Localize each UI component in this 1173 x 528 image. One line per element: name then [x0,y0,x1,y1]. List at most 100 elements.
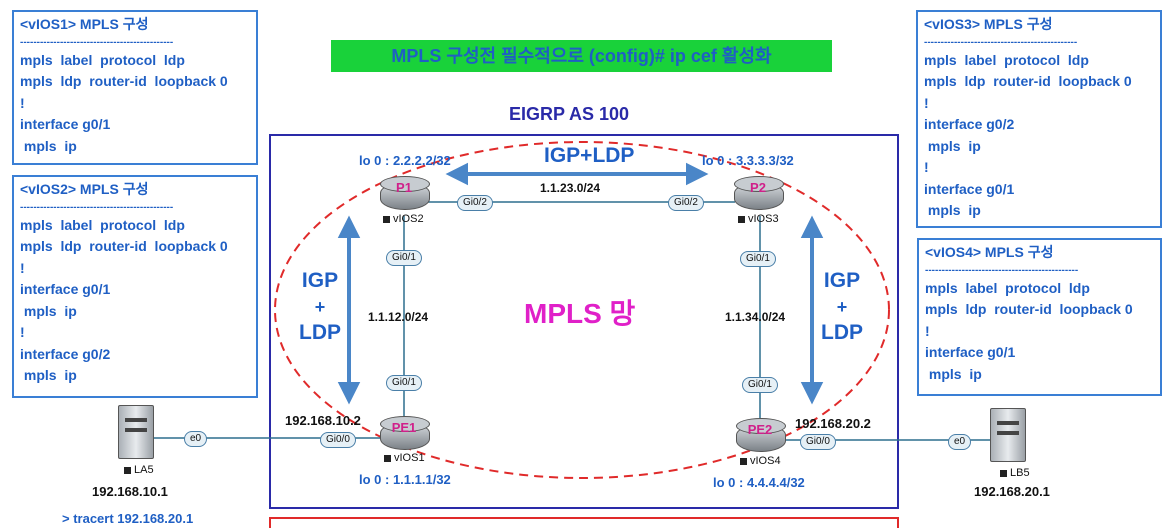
pe2-loopback: lo 0 : 4.4.4.4/32 [713,475,805,490]
config-line: interface g0/2 [924,116,1015,132]
igp-right-line: + [836,297,848,317]
config-line: interface g0/1 [20,116,111,132]
subnet-p1-p2: 1.1.23.0/24 [540,181,601,195]
config-title: <vIOS1> MPLS 구성 [20,16,149,32]
router-p1-host: vIOS2 [383,213,424,225]
server-lb5-icon[interactable] [990,408,1026,462]
host-lb5-name-text: LB5 [1010,467,1030,479]
router-p1-host-text: vIOS2 [393,213,424,225]
config-box-vios2: <vIOS2> MPLS 구성 ------------------------… [12,175,258,398]
p1-loopback: lo 0 : 2.2.2.2/32 [359,153,451,168]
config-box-vios1: <vIOS1> MPLS 구성 ------------------------… [12,10,258,165]
config-line: mpls ip [924,137,981,154]
igp-left-line: + [314,297,326,317]
config-line: ! [20,324,25,340]
config-line: mpls ip [20,367,77,383]
router-pe2-name: PE2 [747,422,773,437]
config-line: ! [925,322,930,339]
pe1-ip: 192.168.10.2 [285,413,361,428]
port-p2-gi02: Gi0/2 [668,195,704,211]
eigrp-label: EIGRP AS 100 [509,104,630,124]
config-line: ! [20,259,25,276]
tracert-command: > tracert 192.168.20.1 [62,511,194,526]
igp-ldp-top-label: IGP+LDP [544,144,635,167]
ip-cef-banner: MPLS 구성전 필수적으로 (config)# ip cef 활성화 [331,40,832,72]
router-pe1[interactable]: PE1 [380,416,430,450]
config-line: interface g0/1 [20,281,111,297]
igp-right-line: IGP [823,269,861,292]
config-line: mpls ldp router-id loopback 0 [20,238,228,254]
p2-loopback: lo 0 : 3.3.3.3/32 [702,153,794,168]
igp-left-label: IGP + LDP [295,268,345,346]
config-separator: ----------------------------------------… [925,264,1079,276]
subnet-p1-pe1: 1.1.12.0/24 [368,310,429,324]
host-la5-ip: 192.168.10.1 [92,484,168,499]
igp-right-label: IGP + LDP [817,268,867,346]
config-line: mpls ldp router-id loopback 0 [925,301,1133,317]
port-pe2-gi01: Gi0/1 [742,377,778,393]
port-la5-e0: e0 [184,431,208,447]
host-lb5-name: LB5 [1000,467,1030,479]
config-separator: ----------------------------------------… [924,36,1078,48]
config-line: mpls label protocol ldp [925,279,1090,296]
config-line: mpls ldp router-id loopback 0 [20,73,228,89]
port-p2-gi01: Gi0/1 [740,251,776,267]
config-line: ! [20,94,25,111]
router-pe2[interactable]: PE2 [736,418,786,452]
mpls-label: MPLS 망 [524,298,636,329]
port-lb5-e0: e0 [948,434,972,450]
subnet-p2-pe2: 1.1.34.0/24 [725,310,786,324]
config-line: interface g0/1 [925,344,1016,360]
arrow-left [337,215,361,405]
router-p2-host-text: vIOS3 [748,213,779,225]
router-p1[interactable]: P1 [380,176,430,210]
config-line: interface g0/1 [924,180,1015,197]
config-line: mpls label protocol ldp [20,51,185,68]
config-title: <vIOS4> MPLS 구성 [925,244,1054,260]
config-line: interface g0/2 [20,345,111,362]
config-line: mpls label protocol ldp [924,51,1089,68]
config-separator: ----------------------------------------… [20,201,174,213]
router-pe2-host-text: vIOS4 [750,455,781,467]
config-box-vios4: <vIOS4> MPLS 구성 ------------------------… [917,238,1162,396]
igp-left-line: LDP [299,321,341,344]
config-separator: ----------------------------------------… [20,36,174,48]
port-pe1-gi01: Gi0/1 [386,375,422,391]
router-p1-name: P1 [396,180,412,195]
port-p1-gi02: Gi0/2 [457,195,493,211]
host-la5-name: LA5 [124,464,154,476]
server-la5-icon[interactable] [118,405,154,459]
config-title: <vIOS2> MPLS 구성 [20,181,149,197]
arrow-right [800,215,824,405]
router-pe1-name: PE1 [391,420,417,435]
arrow-top [445,162,709,186]
config-line: ! [924,94,929,111]
host-lb5-ip: 192.168.20.1 [974,484,1050,499]
config-title: <vIOS3> MPLS 구성 [924,16,1053,32]
port-pe2-gi00: Gi0/0 [800,434,836,450]
port-pe1-gi00: Gi0/0 [320,432,356,448]
router-pe2-host: vIOS4 [740,455,781,467]
host-la5-name-text: LA5 [134,464,154,476]
config-line: ! [924,159,929,175]
router-p2-name: P2 [750,180,766,195]
router-pe1-host: vIOS1 [384,452,425,464]
config-line: mpls ip [20,137,77,154]
config-line: mpls ip [925,365,982,382]
bottom-box-edge [269,517,899,528]
igp-left-line: IGP [301,269,339,292]
igp-right-line: LDP [821,321,863,344]
pe2-ip: 192.168.20.2 [795,416,871,431]
config-line: mpls ip [20,302,77,319]
config-line: mpls ip [924,202,981,218]
mpls-cloud [274,141,890,479]
port-p1-gi01: Gi0/1 [386,250,422,266]
config-box-vios3: <vIOS3> MPLS 구성 ------------------------… [916,10,1162,228]
config-line: mpls ldp router-id loopback 0 [924,73,1132,89]
eigrp-boundary [269,134,899,509]
pe1-loopback: lo 0 : 1.1.1.1/32 [359,472,451,487]
config-line: mpls label protocol ldp [20,216,185,233]
router-p2[interactable]: P2 [734,176,784,210]
router-p2-host: vIOS3 [738,213,779,225]
